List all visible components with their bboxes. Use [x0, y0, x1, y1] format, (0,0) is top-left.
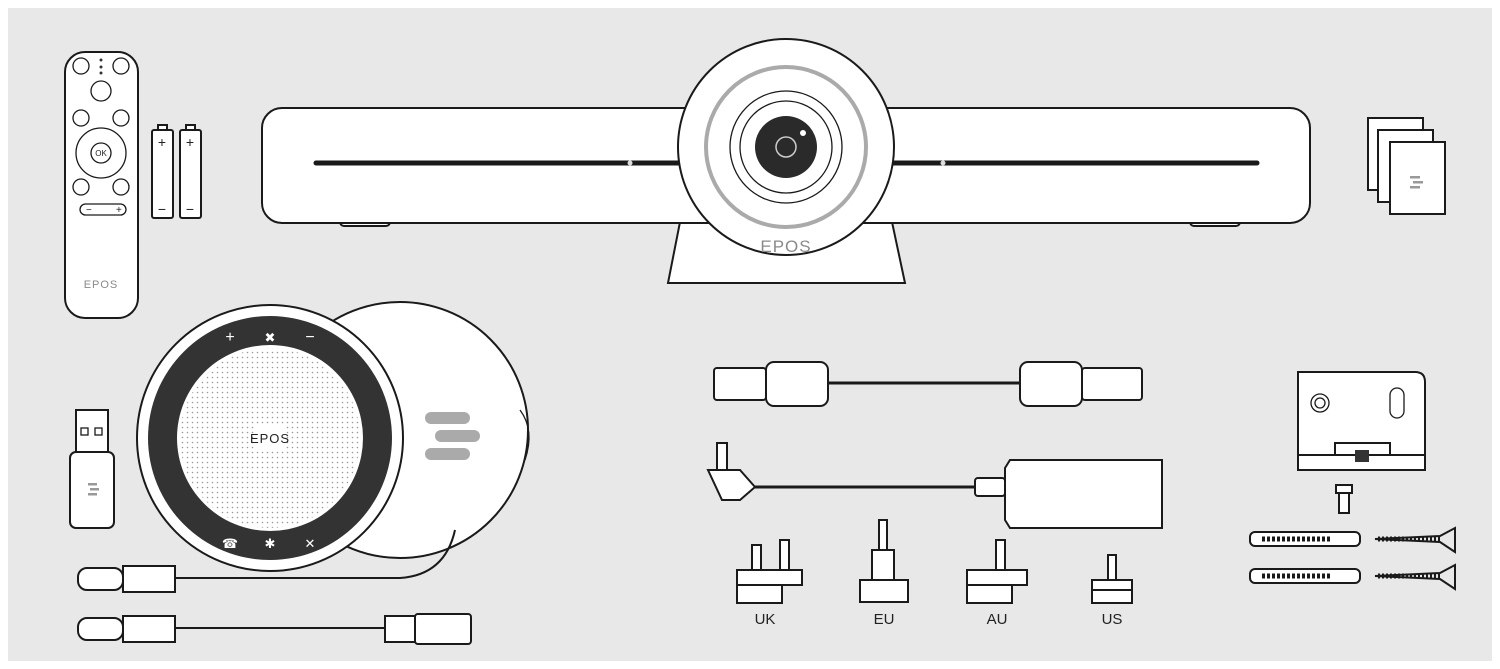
plug-label-uk: UK [755, 611, 776, 628]
dpad-icon [75, 127, 127, 179]
volume-plus-label: + [116, 205, 122, 216]
hdmi-cable [713, 361, 1143, 407]
volume-minus-label: − [86, 205, 92, 216]
usb-dongle [69, 409, 115, 529]
plug-adapter-uk: UK [736, 539, 803, 628]
usb-cables [77, 529, 472, 645]
mute-icon: ✖ [265, 330, 276, 345]
remote-logo: EPOS [84, 279, 119, 291]
teams-button-icon [72, 57, 90, 75]
call-button-icon [112, 109, 130, 127]
hangup-icon: ✕ [305, 536, 316, 551]
camera-lens-icon [755, 116, 817, 178]
wall-mount-bracket [1297, 371, 1426, 514]
battery-minus: − [158, 201, 166, 217]
mute-button-icon [90, 80, 112, 102]
speaker-logo: EPOS [250, 431, 290, 446]
batteries: + + − − [151, 124, 202, 219]
ok-label: OK [95, 149, 107, 158]
back-button-icon [72, 178, 90, 196]
speakerphone: + − ✖ ☎ ✱ ✕ EPOS [136, 304, 404, 572]
camera-logo: EPOS [760, 237, 811, 256]
bluetooth-icon: ✱ [265, 536, 276, 551]
battery-plus: + [158, 134, 166, 150]
wall-anchors-and-screws [1249, 526, 1456, 591]
documentation-icon [1367, 117, 1446, 215]
remote-control: OK − + EPOS [64, 51, 139, 319]
video-bar: EPOS [261, 38, 1311, 284]
plug-adapter-us: US [1091, 554, 1133, 628]
volume-rocker [79, 203, 127, 216]
pointer-button-icon [112, 178, 130, 196]
power-supply [706, 442, 1163, 529]
volume-down-label: − [305, 329, 314, 346]
call-icon: ☎ [222, 536, 238, 551]
battery-minus: − [186, 201, 194, 217]
hangup-button-icon [72, 109, 90, 127]
volume-up-label: + [225, 329, 234, 346]
power-button-icon [112, 57, 130, 75]
plug-adapter-eu: EU [859, 519, 909, 628]
battery-plus: + [186, 134, 194, 150]
epos-symbol-icon [425, 412, 480, 460]
plug-label-eu: EU [874, 611, 895, 628]
plug-label-us: US [1102, 611, 1123, 628]
plug-label-au: AU [987, 611, 1008, 628]
plug-adapter-au: AU [966, 539, 1028, 628]
